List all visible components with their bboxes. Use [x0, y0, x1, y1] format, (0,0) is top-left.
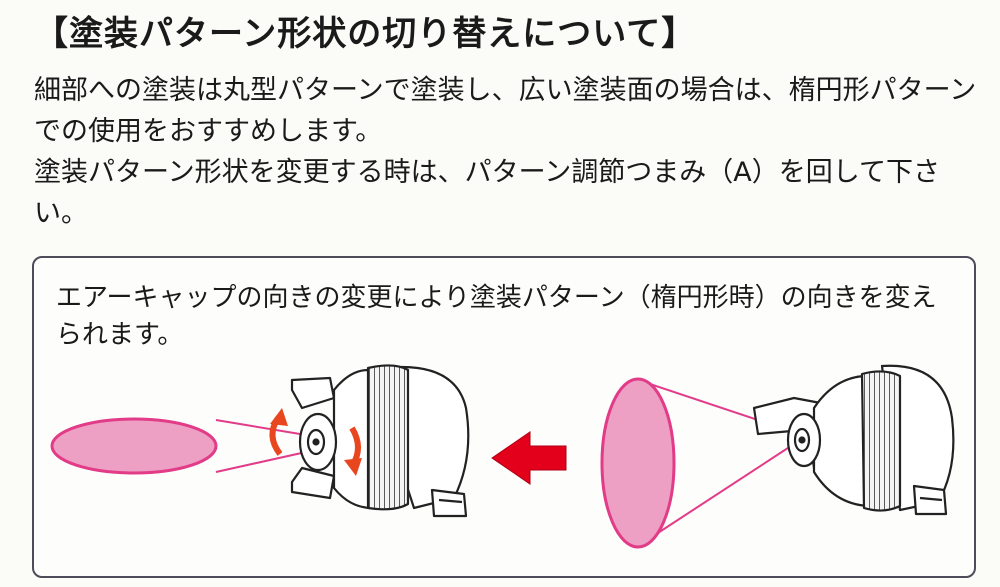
page-title: 【塗装パターン形状の切り替えについて】	[34, 14, 697, 54]
illustration-panel: エアーキャップの向きの変更により塗装パターン（楕円形時）の向きを変えられます。	[32, 256, 976, 578]
paragraph-1: 細部への塗装は丸型パターンで塗装し、広い塗装面の場合は、楕円形パターンでの使用を…	[34, 75, 977, 147]
panel-caption: エアーキャップの向きの変更により塗装パターン（楕円形時）の向きを変えられます。	[56, 283, 937, 350]
spray-gun-right	[752, 364, 955, 516]
paragraph-2: 塗装パターン形状を変更する時は、パターン調節つまみ（A）を回して下さい。	[34, 157, 940, 229]
spray-gun-left	[290, 364, 470, 518]
horizontal-spray-pattern	[50, 417, 325, 475]
instruction-text: 細部への塗装は丸型パターンで塗装し、広い塗装面の場合は、楕円形パターンでの使用を…	[34, 70, 984, 234]
rotate-arrowhead-down-icon	[344, 458, 362, 476]
rotate-arrowhead-up-icon	[270, 408, 288, 426]
spray-gun-illustration	[50, 364, 955, 549]
vertical-spray-pattern	[600, 377, 795, 549]
red-left-arrow-icon	[491, 431, 567, 485]
